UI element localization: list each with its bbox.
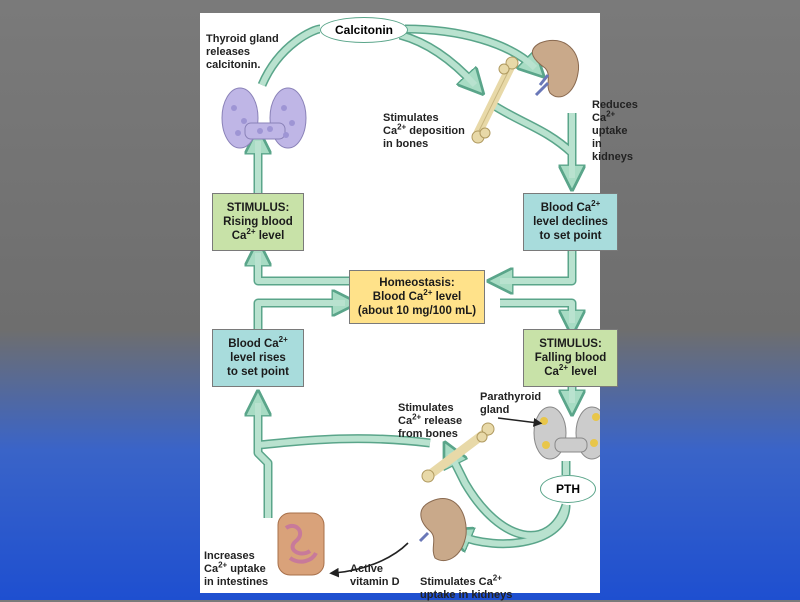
kidney-icon-lower — [418, 498, 467, 562]
vitamin-d-label: Active vitamin D — [350, 563, 400, 588]
bone-icon-lower — [421, 422, 495, 483]
thyroid-gland-icon — [221, 87, 307, 149]
diagram-arrows — [221, 24, 600, 578]
pth-oval: PTH — [540, 475, 596, 503]
calcitonin-oval: Calcitonin — [320, 17, 408, 43]
bone-icon-upper — [471, 56, 519, 144]
parathyroid-pointer — [497, 417, 543, 427]
kidney-uptake-label: Stimulates Ca2+uptake in kidneys — [420, 573, 513, 601]
parathyroid-label: Parathyroid gland — [480, 391, 542, 416]
homeostasis-box: Homeostasis:Blood Ca2+ level(about 10 mg… — [349, 270, 485, 324]
intestines-icon — [277, 512, 325, 576]
calcitonin-label: Calcitonin — [334, 23, 393, 37]
thyroid-label: Thyroid gland releases calcitonin. — [206, 33, 279, 71]
kidney-icon-upper — [531, 39, 580, 98]
pth-label: PTH — [556, 482, 580, 496]
feedback-arrows-fill — [255, 26, 575, 547]
vitamin-d-arrow — [329, 542, 409, 578]
parathyroid-gland-icon — [533, 406, 600, 460]
